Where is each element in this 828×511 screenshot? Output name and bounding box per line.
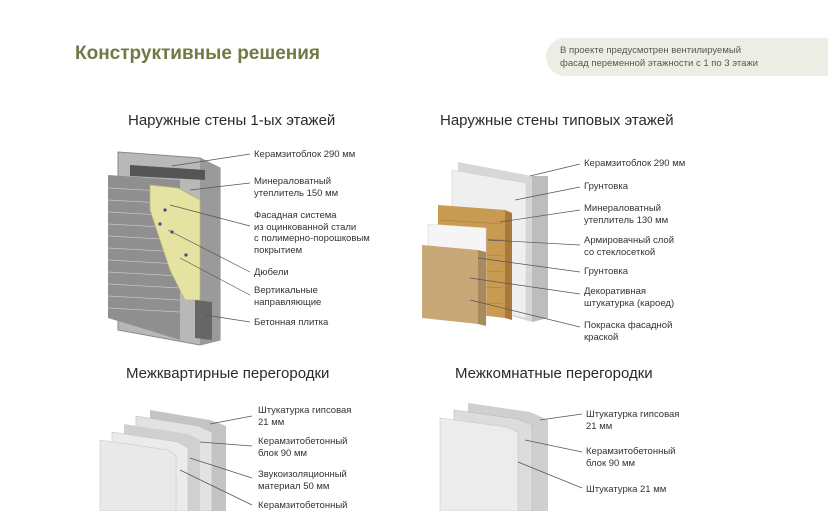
label-room-2: Керамзитобетонный блок 90 мм xyxy=(586,446,676,469)
label-room-3: Штукатурка 21 мм xyxy=(586,484,667,495)
label-apartment-3: Звукоизоляционный материал 50 мм xyxy=(258,469,347,492)
project-note-line-2: фасад переменной этажности с 1 по 3 этаж… xyxy=(560,58,759,69)
section-title-room-partitions: Межкомнатные перегородки xyxy=(455,365,653,382)
page-title: Конструктивные решения xyxy=(75,43,321,64)
section-title-apartment-partitions: Межквартирные перегородки xyxy=(126,365,330,382)
project-note-line-1: В проекте предусмотрен вентилируемый xyxy=(560,45,741,56)
label-typical-5: Грунтовка xyxy=(584,266,629,277)
label-apartment-1: Штукатурка гипсовая 21 мм xyxy=(258,405,352,428)
label-ground-5: Вертикальные направляющие xyxy=(254,285,322,308)
label-typical-1: Керамзитоблок 290 мм xyxy=(584,158,686,169)
label-ground-3: Фасадная система из оцинкованной стали с… xyxy=(254,210,370,256)
typical-wall-illustration xyxy=(422,162,548,326)
label-apartment-2: Керамзитобетонный блок 90 мм xyxy=(258,436,348,459)
label-typical-7: Покраска фасадной краской xyxy=(584,320,673,343)
section-title-ground-walls: Наружные стены 1-ых этажей xyxy=(128,112,336,129)
label-ground-4: Дюбели xyxy=(254,267,289,278)
label-apartment-4: Керамзитобетонный xyxy=(258,500,348,511)
label-typical-2: Грунтовка xyxy=(584,181,629,192)
label-typical-6: Декоративная штукатурка (кароед) xyxy=(584,286,675,309)
label-ground-1: Керамзитоблок 290 мм xyxy=(254,149,356,160)
label-room-1: Штукатурка гипсовая 21 мм xyxy=(586,409,680,432)
label-typical-4: Армировачный слой со стеклосеткой xyxy=(584,235,674,258)
room-partition-illustration xyxy=(439,403,548,511)
apartment-partition-illustration xyxy=(99,410,226,511)
label-typical-3: Минераловатный утеплитель 130 мм xyxy=(584,203,669,226)
ground-wall-illustration xyxy=(107,151,221,346)
label-ground-6: Бетонная плитка xyxy=(254,317,329,328)
project-note: В проекте предусмотрен вентилируемый фас… xyxy=(546,38,828,76)
label-ground-2: Минераловатный утеплитель 150 мм xyxy=(254,176,339,199)
section-title-typical-walls: Наружные стены типовых этажей xyxy=(440,112,674,129)
